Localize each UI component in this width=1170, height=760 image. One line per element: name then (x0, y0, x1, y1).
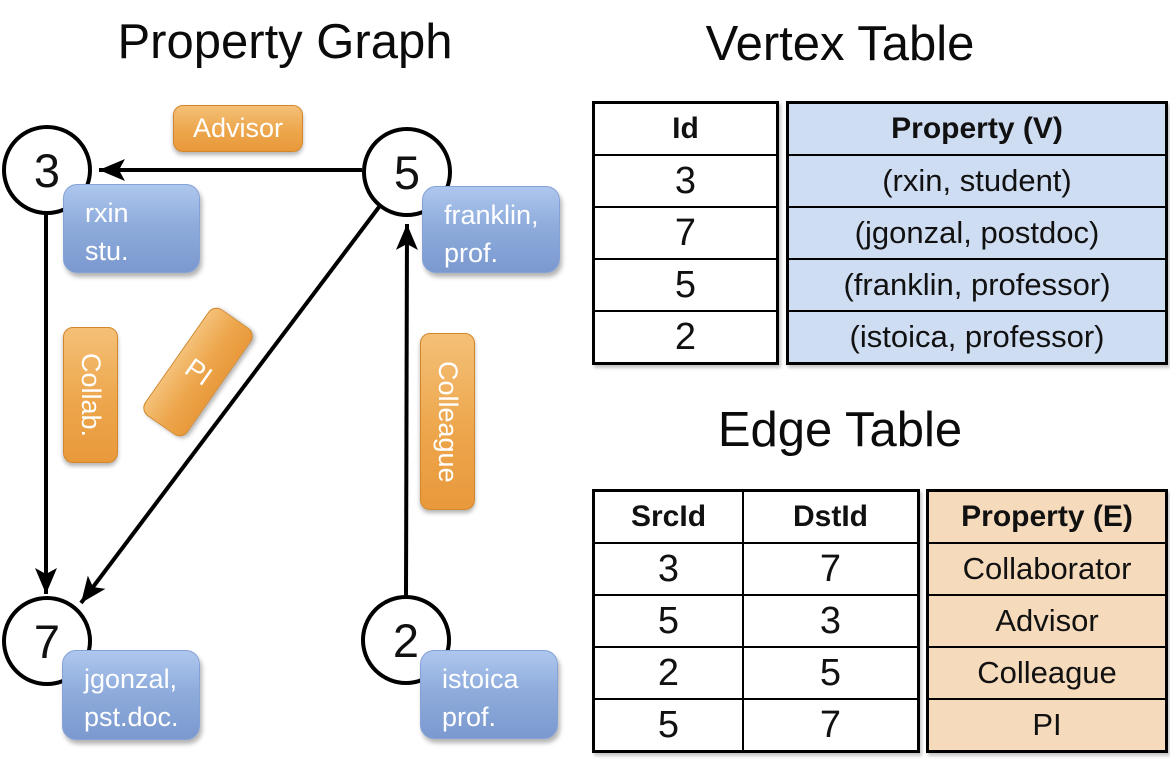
vertex-property-line: rxin (85, 198, 129, 228)
edge-table-dstid-header: DstId (793, 500, 868, 533)
edge-label-text: Advisor (192, 113, 284, 143)
edge-table-dstid-cell: 7 (819, 703, 842, 746)
vertex-property-box-3: rxin stu. (63, 184, 200, 273)
graph-node-id-label: 2 (392, 613, 420, 667)
graph-node-id-label: 7 (33, 614, 61, 668)
vertex-property-line: pst.doc. (84, 702, 179, 732)
vertex-table-id-cell: 7 (595, 206, 776, 258)
graph-edges-layer (35, 159, 418, 605)
vertex-property-line: stu. (85, 236, 129, 266)
edge-table-title: Edge Table (717, 403, 963, 457)
vertex-table-title: Vertex Table (705, 17, 975, 71)
vertex-table-id-header: Id (672, 112, 699, 145)
vertex-property-line: prof. (444, 238, 499, 268)
edge-table-srcid-cell: 3 (595, 544, 744, 594)
vertex-property-line: franklin, (444, 200, 539, 230)
vertex-property-line: jgonzal, (84, 664, 178, 694)
vertex-table-id-cell: 2 (595, 310, 776, 362)
vertex-table-property-header: Property (V) (891, 112, 1063, 145)
vertex-property-box-5: franklin, prof. (422, 186, 560, 273)
edge-label-advisor: Advisor (173, 105, 303, 152)
edge-label-colleague: Colleague (420, 333, 475, 510)
edge-table-dstid-cell: 3 (819, 599, 842, 642)
vertex-table-id-cell: 5 (595, 258, 776, 310)
vertex-property-line: istoica (442, 664, 519, 694)
edge-table-srcid-cell: 5 (595, 700, 744, 750)
vertex-table-column-gap (779, 101, 786, 365)
edge-table-srcid-cell: 5 (595, 596, 744, 646)
vertex-table-property-column: Property (V) (rxin, student)(jgonzal, po… (786, 101, 1168, 365)
vertex-property-box-7: jgonzal, pst.doc. (62, 650, 200, 740)
edge-label-text: PI (179, 351, 218, 392)
vertex-table-property-cell: (jgonzal, postdoc) (789, 206, 1165, 258)
edge-label-collab: Collab. (63, 327, 118, 463)
edge-table-dstid-cell: 7 (819, 547, 842, 590)
edge-label-text: Collab. (76, 352, 106, 438)
edge-table-property-cell: Advisor (929, 594, 1165, 646)
edge-table-srcid-cell: 2 (595, 648, 744, 698)
edge-table-dstid-cell: 5 (819, 651, 842, 694)
graph-node-2: 2 (361, 595, 451, 685)
vertex-property-box-2: istoica prof. (420, 650, 558, 739)
vertex-table-property-cell: (franklin, professor) (789, 258, 1165, 310)
edge-table-property-cell: PI (929, 698, 1165, 750)
edge-line-2-to-5 (395, 223, 418, 597)
edge-table-srcid-header: SrcId (595, 492, 744, 542)
edge-line-5-to-7 (79, 205, 381, 605)
edge-table-property-header: Property (E) (961, 500, 1133, 533)
vertex-table-property-cell: (istoica, professor) (789, 310, 1165, 362)
graph-node-id-label: 3 (33, 143, 61, 197)
edge-label-text: Colleague (433, 360, 463, 483)
vertex-property-line: prof. (442, 702, 497, 732)
edge-table-id-header-row: SrcId DstId (595, 492, 917, 542)
edge-table-property-cell: Colleague (929, 646, 1165, 698)
graph-node-5: 5 (362, 127, 452, 217)
property-graph-title: Property Graph (117, 15, 453, 69)
vertex-table-property-cell: (rxin, student) (789, 154, 1165, 206)
graph-node-id-label: 5 (393, 145, 421, 199)
vertex-table-id-cell: 3 (595, 154, 776, 206)
edge-table-property-cell: Collaborator (929, 542, 1165, 594)
